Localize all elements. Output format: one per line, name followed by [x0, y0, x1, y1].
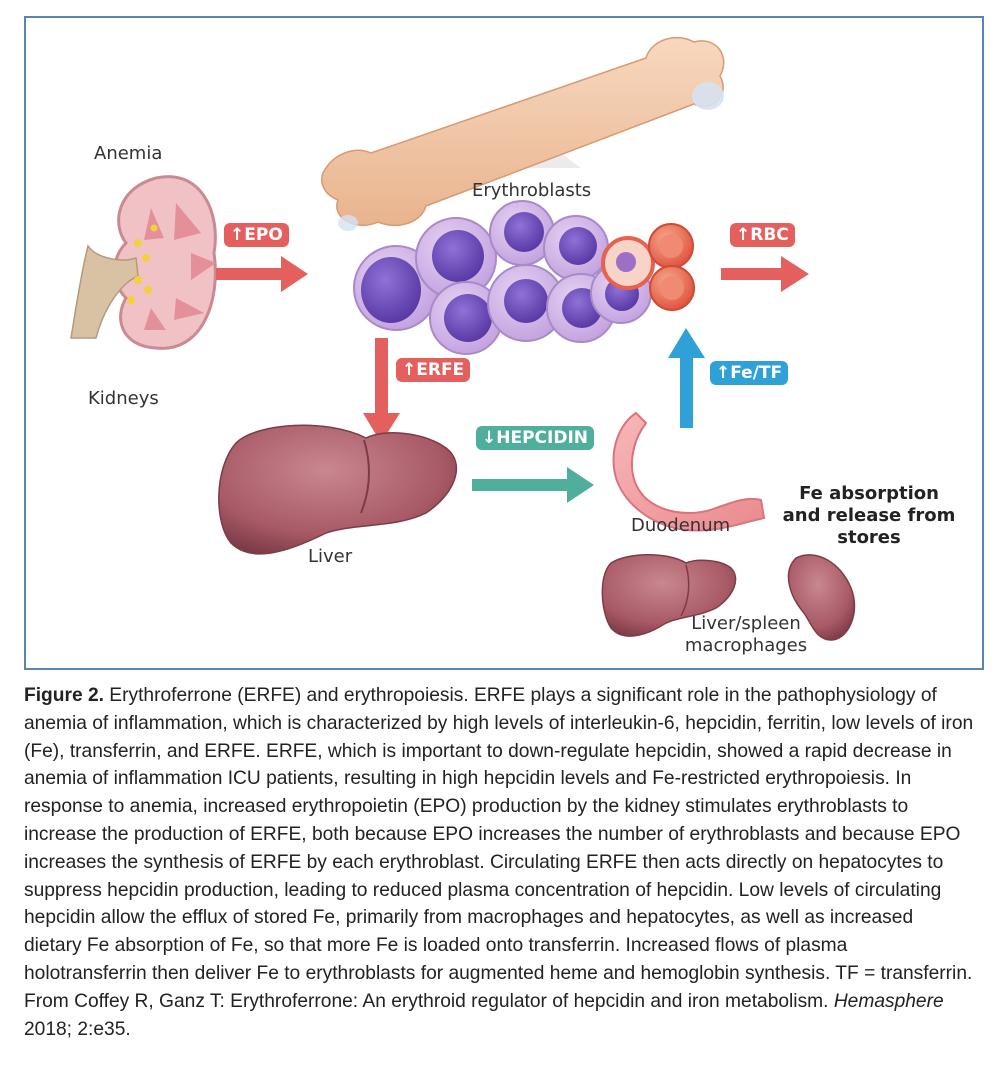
- anemia-label: Anemia: [94, 143, 163, 164]
- liver-illustration: [218, 424, 457, 555]
- liver-spleen-illustration: [601, 554, 856, 641]
- liver-label: Liver: [308, 546, 353, 567]
- diagram-illustration: [70, 36, 856, 641]
- kidneys-label: Kidneys: [88, 388, 159, 409]
- fe-absorption-label: Fe absorption and release from stores: [782, 483, 956, 548]
- liver-spleen-label: Liver/spleen macrophages: [684, 613, 808, 656]
- epo-badge: ↑EPO: [224, 223, 289, 247]
- arrow-fe-tf: [668, 328, 705, 428]
- duodenum-label: Duodenum: [631, 515, 731, 536]
- duodenum-illustration: [612, 411, 766, 532]
- arrow-epo: [216, 256, 308, 292]
- arrow-erfe: [363, 338, 400, 443]
- bone-illustration: [321, 36, 725, 231]
- rbc-badge: ↑RBC: [730, 223, 795, 247]
- arrow-rbc: [721, 256, 809, 292]
- caption-journal: Hemasphere: [833, 990, 944, 1012]
- figure-caption: Figure 2. Erythroferrone (ERFE) and eryt…: [24, 682, 974, 1043]
- kidney-illustration: [70, 175, 217, 350]
- erythroblast-cluster: [353, 200, 695, 355]
- caption-title: Figure 2.: [24, 685, 104, 706]
- caption-citation-tail: 2018; 2:e35.: [24, 1018, 131, 1040]
- hepcidin-badge: ↓HEPCIDIN: [476, 426, 595, 450]
- figure-frame: Anemia Kidneys Erythroblasts Liver Duode…: [24, 16, 984, 670]
- caption-body: Erythroferrone (ERFE) and erythropoiesis…: [24, 685, 974, 1012]
- fe-tf-badge: ↑Fe/TF: [710, 361, 789, 385]
- arrow-hepcidin: [472, 467, 594, 503]
- erythroblasts-label: Erythroblasts: [472, 180, 592, 201]
- erfe-badge: ↑ERFE: [396, 358, 471, 382]
